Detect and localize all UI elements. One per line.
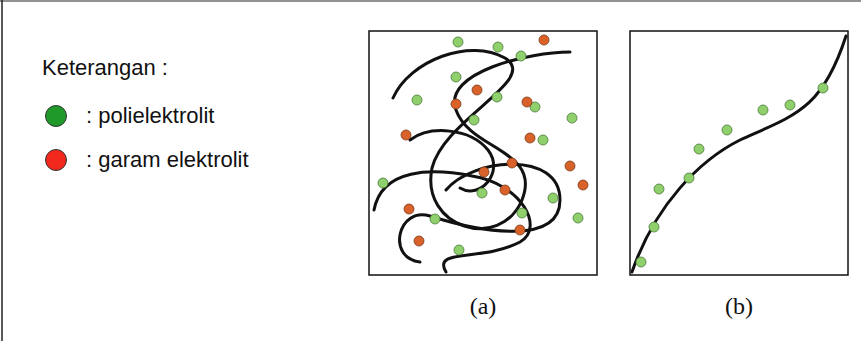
frame-line: [0, 1, 861, 2]
panel-label: (b): [725, 293, 753, 320]
salt-dots: [401, 35, 588, 246]
panel-label: (a): [470, 293, 497, 320]
legend-swatch: [45, 149, 67, 171]
panel-frame: [630, 31, 848, 275]
legend-text: : polielektrolit: [86, 103, 214, 129]
panel-frame: [369, 31, 597, 275]
polymer-chains: [374, 50, 570, 272]
polyelectrolyte-dots: [636, 83, 828, 267]
legend-title: Keterangan :: [42, 55, 168, 81]
legend-text: : garam elektrolit: [86, 147, 249, 173]
polymer-chain: [632, 36, 846, 272]
legend-swatch: [45, 105, 67, 127]
panel-b: [630, 31, 848, 275]
polyelectrolyte-dots: [378, 37, 583, 255]
frame-line: [1, 0, 3, 341]
panel-a: [369, 31, 597, 275]
